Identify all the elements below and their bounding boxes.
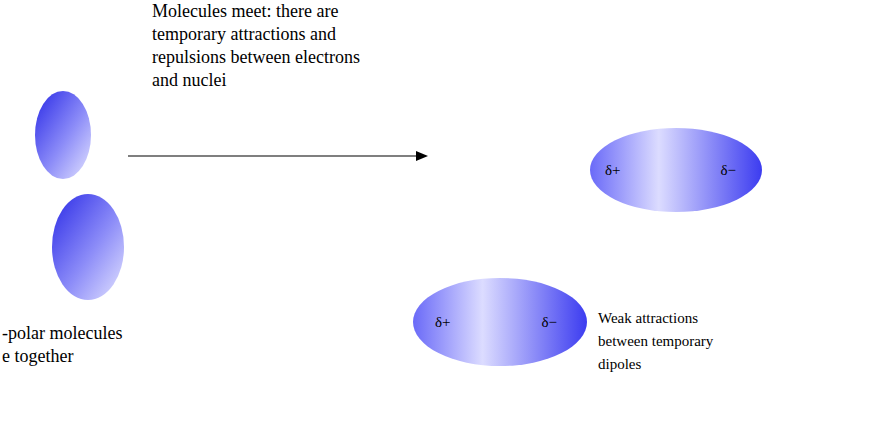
caption-text: -polar molecules e together [2, 322, 129, 368]
charge-label: δ− [720, 162, 736, 179]
caption-text: Molecules meet: there are temporary attr… [152, 0, 377, 92]
note-text: -polar molecules e together [2, 322, 129, 368]
dipole-molecule: δ+ δ− [413, 278, 587, 366]
molecule-ellipse [590, 128, 762, 212]
note-text: Weak attractions between temporary dipol… [598, 307, 728, 376]
molecule-sphere [35, 91, 91, 179]
caption-text: Weak attractions between temporary dipol… [598, 307, 728, 376]
dipole-molecule: δ+ δ− [590, 128, 762, 212]
charge-label: δ+ [435, 314, 451, 331]
molecule-ellipse [413, 278, 587, 366]
process-arrow [128, 155, 418, 156]
charge-label: δ− [541, 314, 557, 331]
molecule-sphere [52, 194, 124, 300]
charge-label: δ+ [605, 162, 621, 179]
note-text: Molecules meet: there are temporary attr… [152, 0, 377, 92]
arrow-head [416, 151, 428, 161]
